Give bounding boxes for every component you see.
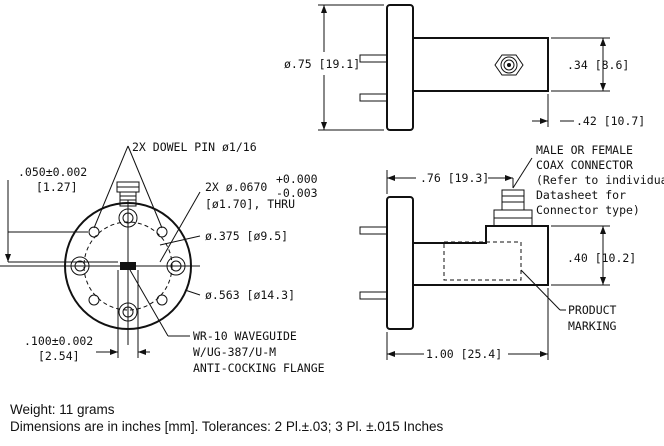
marking-line1: PRODUCT (568, 303, 617, 317)
pin-offset-dimension: .050±0.002 [1.27] (5, 165, 118, 263)
side-height-label: .40 [10.2] (567, 251, 636, 265)
dimensions-note: Dimensions are in inches [mm]. Tolerance… (10, 419, 444, 434)
connector-callout: MALE OR FEMALE COAX CONNECTOR (Refer to … (512, 143, 664, 217)
waveguide-line1: WR-10 WAVEGUIDE (193, 329, 297, 343)
side-connector (493, 189, 533, 227)
side-length-label: 1.00 [25.4] (426, 347, 502, 361)
front-connector (116, 181, 140, 207)
connector-line4: Datasheet for (536, 188, 626, 202)
side-flange (386, 196, 414, 330)
waveguide-line2: W/UG-387/U-M (193, 345, 276, 359)
hole-tol-plus: +0.000 (276, 172, 318, 186)
marking-line2: MARKING (568, 319, 617, 333)
side-connector-offset-dimension: .76 [19.3] (386, 170, 514, 194)
waveguide-callout: WR-10 WAVEGUIDE W/UG-387/U-M ANTI-COCKIN… (129, 269, 325, 375)
dowel-pin-label: 2X DOWEL PIN ø1/16 (132, 140, 257, 154)
front-dowel-pin-right (156, 226, 168, 238)
top-flange (386, 4, 414, 131)
side-dowel-pin-upper (359, 226, 388, 235)
connector-line1: MALE OR FEMALE (536, 143, 633, 157)
side-dowel-pin-lower (359, 291, 388, 300)
dowel-pin-callout: 2X DOWEL PIN ø1/16 (93, 140, 257, 229)
top-height-label: .34 [8.6] (567, 58, 629, 72)
top-dowel-pin-upper (359, 54, 388, 63)
bolt-circle-label: ø.375 [ø9.5] (205, 229, 288, 243)
waveguide-line3: ANTI-COCKING FLANGE (193, 361, 325, 375)
top-diameter-dimension: ø.75 [19.1] (284, 4, 384, 131)
marking-callout: PRODUCT MARKING (520, 269, 617, 333)
connector-line5: Connector type) (536, 203, 640, 217)
bottom-dimension: .100±0.002 [2.54] (24, 270, 150, 363)
side-height-dimension: .40 [10.2] (551, 225, 636, 286)
top-view: ø.75 [19.1] .34 [8.6] .42 [10.7] (284, 4, 645, 131)
hole-dia-main: 2X ø.0670 (205, 180, 267, 194)
pin-offset-line1: .050±0.002 (18, 165, 87, 179)
top-body (412, 37, 549, 92)
top-diameter-label: ø.75 [19.1] (284, 57, 360, 71)
flange-dia-callout: ø.563 [ø14.3] (184, 288, 295, 302)
side-body (413, 225, 549, 286)
hole-tol-minus: -0.003 (276, 186, 318, 200)
top-offset-dimension: .42 [10.7] (532, 94, 645, 128)
connector-line3: (Refer to individual (536, 173, 664, 187)
front-view: 2X DOWEL PIN ø1/16 .050±0.002 [1.27] 2X … (0, 140, 325, 375)
bottom-dim-line1: .100±0.002 (24, 334, 93, 348)
pin-offset-line2: [1.27] (36, 180, 78, 194)
side-view: .76 [19.3] MALE OR FEMALE COAX CONNECTOR… (359, 143, 664, 361)
notes: Weight: 11 grams Dimensions are in inche… (10, 401, 443, 435)
hole-callout: 2X ø.0670 +0.000 -0.003 [ø1.70], THRU (159, 172, 318, 263)
top-dowel-pin-lower (359, 93, 388, 102)
front-dowel-pin-lower (88, 294, 100, 306)
front-dowel-pin-upper (88, 226, 100, 238)
bolt-circle-callout: ø.375 [ø9.5] (159, 229, 288, 246)
top-connector (494, 54, 524, 76)
top-height-dimension: .34 [8.6] (551, 37, 629, 92)
side-length-dimension: 1.00 [25.4] (386, 288, 549, 361)
side-marking-area (443, 241, 522, 281)
top-offset-label: .42 [10.7] (576, 114, 645, 128)
connector-line2: COAX CONNECTOR (536, 158, 633, 172)
weight-note: Weight: 11 grams (10, 402, 115, 417)
flange-dia-label: ø.563 [ø14.3] (205, 288, 295, 302)
hole-dia-metric: [ø1.70], THRU (205, 197, 295, 211)
front-dowel-pin-lower-right (156, 294, 168, 306)
bottom-dim-line2: [2.54] (38, 349, 80, 363)
side-connector-offset-label: .76 [19.3] (420, 171, 489, 185)
